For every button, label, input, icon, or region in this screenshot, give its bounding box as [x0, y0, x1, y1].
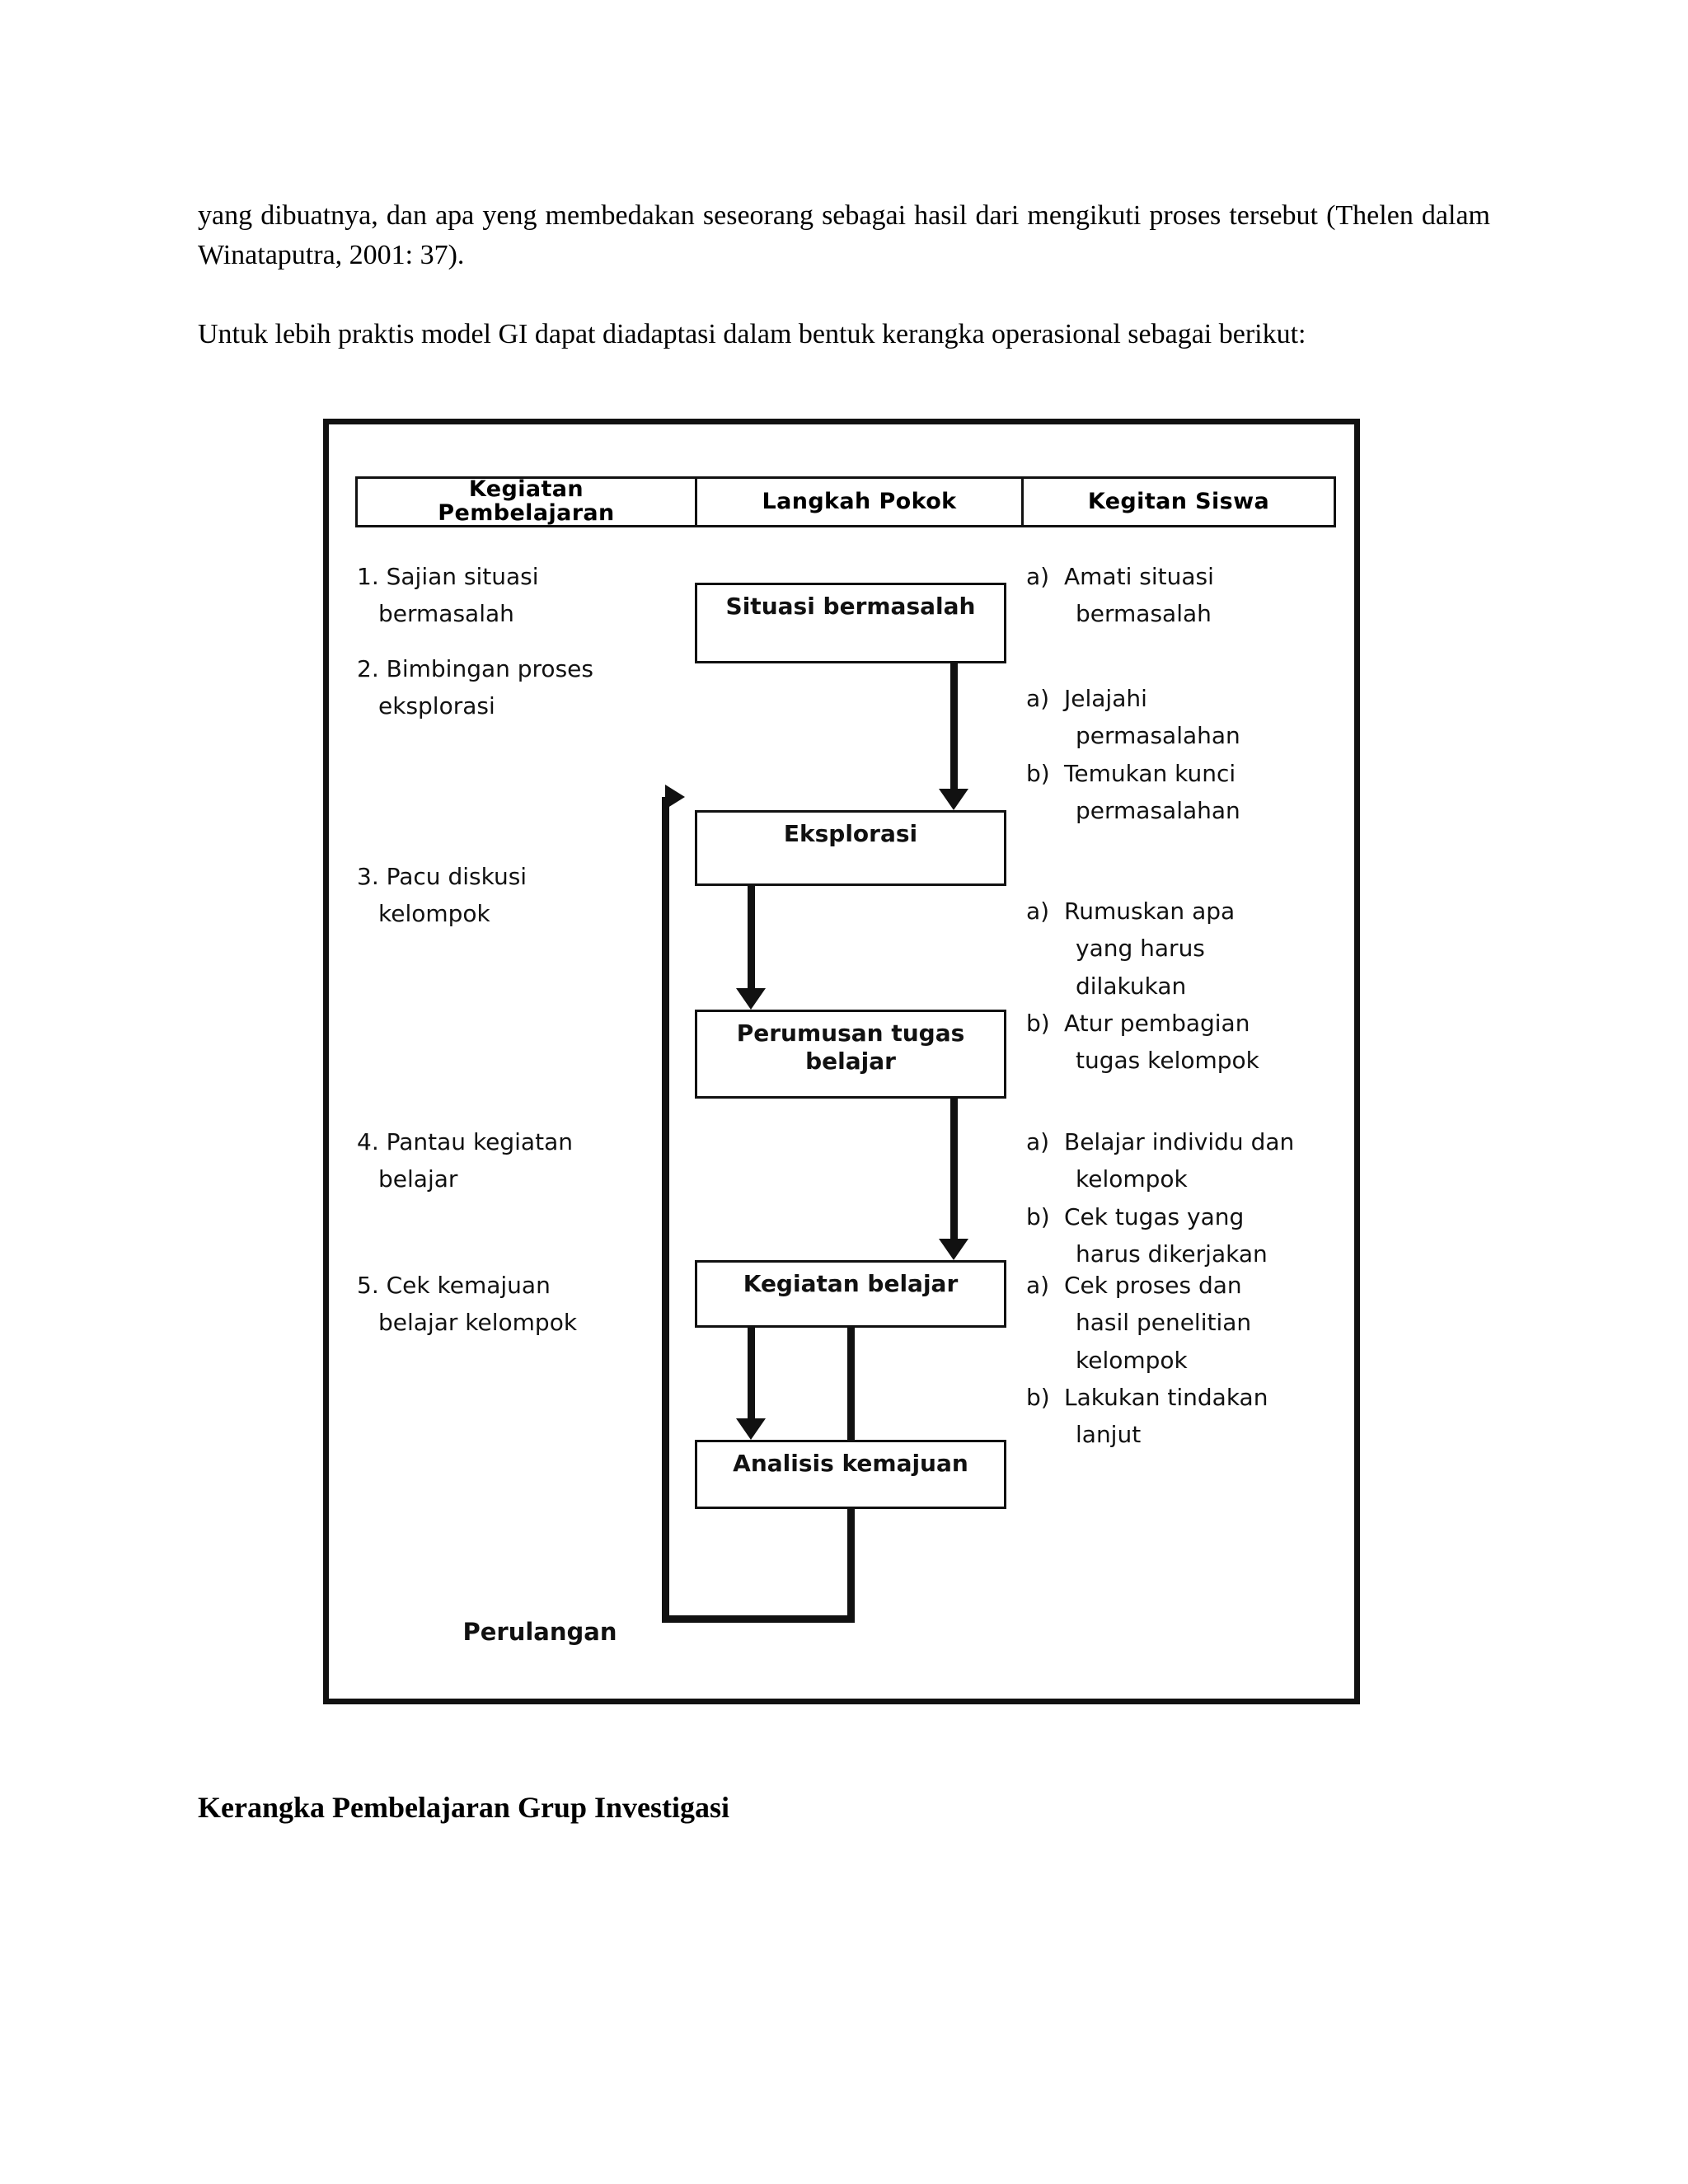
connector-2-to-3-arrow-icon	[736, 988, 766, 1010]
student-step-group-1: a) Amati situasi bermasalah	[1026, 558, 1306, 633]
teacher-step-1-line1: Sajian situasi	[386, 563, 539, 590]
paragraph-2: Untuk lebih praktis model GI dapat diada…	[198, 319, 1306, 349]
student-step-5a-line2: hasil penelitian	[1076, 1309, 1252, 1337]
student-step-3b: b) Atur pembagian tugas kelompok	[1026, 1005, 1306, 1080]
student-step-group-2: a) Jelajahi permasalahan b) Temukan kunc…	[1026, 680, 1306, 829]
teacher-step-5-line2: belajar kelompok	[378, 1309, 578, 1337]
column-header-langkah-pokok: Langkah Pokok	[697, 479, 1024, 525]
student-step-2a-text: Jelajahi permasalahan	[1064, 680, 1306, 755]
connector-3-to-4-arrow-icon	[939, 1239, 968, 1260]
student-step-4a-text: Belajar individu dan kelompok	[1064, 1123, 1306, 1198]
teacher-step-2-number: 2.	[357, 655, 379, 682]
student-step-1a-marker: a)	[1026, 563, 1050, 590]
connector-1-to-2-line	[950, 663, 958, 795]
student-step-4b-marker: b)	[1026, 1202, 1050, 1230]
student-step-1a-line1: Amati situasi	[1064, 563, 1214, 590]
loop-label: Perulangan	[462, 1618, 617, 1646]
student-step-3a: a) Rumuskan apa yang harus dilakukan	[1026, 893, 1306, 1005]
student-step-group-3: a) Rumuskan apa yang harus dilakukan b) …	[1026, 893, 1306, 1080]
student-step-5b-line2: lanjut	[1076, 1421, 1142, 1449]
student-step-2a-line1: Jelajahi	[1064, 685, 1147, 712]
student-step-2b: b) Temukan kunci permasalahan	[1026, 755, 1306, 830]
loop-bottom-horizontal-line	[662, 1615, 855, 1623]
student-step-1a: a) Amati situasi bermasalah	[1026, 558, 1306, 633]
student-step-4a-marker: a)	[1026, 1128, 1050, 1155]
student-step-4b-line1: Cek tugas yang	[1064, 1202, 1245, 1230]
connector-3-to-4-line	[950, 1099, 958, 1245]
student-step-4a-line2: kelompok	[1076, 1165, 1188, 1193]
teacher-step-5-line1: Cek kemajuan	[386, 1272, 551, 1299]
loop-arrowhead-icon	[665, 785, 685, 809]
student-step-4a: a) Belajar individu dan kelompok	[1026, 1123, 1306, 1198]
teacher-step-4-number: 4.	[357, 1128, 379, 1155]
column-header-kegiatan-pembelajaran: Kegiatan Pembelajaran	[358, 478, 697, 525]
student-step-5a-marker: a)	[1026, 1272, 1050, 1299]
student-step-group-5: a) Cek proses dan hasil penelitian kelom…	[1026, 1267, 1306, 1454]
student-step-5b-marker: b)	[1026, 1384, 1050, 1412]
student-step-2a-line2: permasalahan	[1076, 722, 1240, 750]
teacher-step-1-number: 1.	[357, 563, 379, 590]
student-step-5a: a) Cek proses dan hasil penelitian kelom…	[1026, 1267, 1306, 1379]
student-step-2a-marker: a)	[1026, 685, 1050, 712]
column-header-kegitan-siswa: Kegitan Siswa	[1087, 488, 1270, 514]
flow-box-perumusan-tugas-belajar: Perumusan tugas belajar	[695, 1010, 1006, 1099]
teacher-step-5: 5. Cek kemajuan belajar kelompok	[357, 1267, 670, 1342]
student-step-4b-line2: harus dikerjakan	[1076, 1240, 1268, 1268]
teacher-step-4-line1: Pantau kegiatan	[386, 1128, 573, 1155]
student-step-5b: b) Lakukan tindakan lanjut	[1026, 1379, 1306, 1454]
teacher-step-3-line2: kelompok	[378, 900, 490, 928]
student-step-2b-marker: b)	[1026, 759, 1050, 787]
flow-box-eksplorasi: Eksplorasi	[695, 810, 1006, 886]
flow-box-kegiatan-belajar: Kegiatan belajar	[695, 1260, 1006, 1328]
student-step-3a-marker: a)	[1026, 898, 1050, 925]
student-step-3a-line1: Rumuskan apa	[1064, 898, 1236, 925]
flow-box-analisis-kemajuan: Analisis kemajuan	[695, 1440, 1006, 1509]
student-step-3a-text: Rumuskan apa yang harus dilakukan	[1064, 893, 1306, 1005]
teacher-step-3-line1: Pacu diskusi	[386, 863, 528, 890]
teacher-step-4-line2: belajar	[378, 1165, 458, 1193]
student-step-2b-text: Temukan kunci permasalahan	[1064, 755, 1306, 830]
student-step-3a-line3: dilakukan	[1076, 972, 1187, 1000]
teacher-step-1-line2: bermasalah	[378, 600, 514, 628]
teacher-step-5-number: 5.	[357, 1272, 379, 1299]
teacher-step-3-number: 3.	[357, 863, 379, 890]
student-step-5b-text: Lakukan tindakan lanjut	[1064, 1379, 1306, 1454]
paragraph-1: yang dibuatnya, dan apa yeng membedakan …	[198, 200, 1490, 271]
flow-box-situasi-bermasalah: Situasi bermasalah	[695, 583, 1006, 663]
student-step-5a-line3: kelompok	[1076, 1346, 1188, 1374]
diagram-header-table: Kegiatan Pembelajaran Langkah Pokok Kegi…	[355, 476, 1336, 527]
connector-1-to-2-arrow-icon	[939, 789, 968, 810]
student-step-3b-marker: b)	[1026, 1010, 1050, 1038]
student-step-1a-text: Amati situasi bermasalah	[1064, 558, 1306, 633]
diagram-canvas: Kegiatan Pembelajaran Langkah Pokok Kegi…	[329, 424, 1354, 1699]
connector-4-to-5-arrow-icon	[736, 1418, 766, 1440]
figure-caption: Kerangka Pembelajaran Grup Investigasi	[198, 1791, 729, 1824]
student-step-5a-line1: Cek proses dan	[1064, 1272, 1242, 1299]
student-step-group-4: a) Belajar individu dan kelompok b) Cek …	[1026, 1123, 1306, 1272]
connector-2-to-3-line	[748, 886, 755, 995]
teacher-step-2-line2: eksplorasi	[378, 692, 495, 720]
student-step-2b-line2: permasalahan	[1076, 797, 1240, 825]
connector-4-to-5-line	[748, 1328, 755, 1425]
student-step-5a-text: Cek proses dan hasil penelitian kelompok	[1064, 1267, 1306, 1379]
student-step-4a-line1: Belajar individu dan	[1064, 1128, 1295, 1155]
teacher-step-3: 3. Pacu diskusi kelompok	[357, 858, 670, 933]
student-step-2a: a) Jelajahi permasalahan	[1026, 680, 1306, 755]
student-step-3b-text: Atur pembagian tugas kelompok	[1064, 1005, 1306, 1080]
student-step-1a-line2: bermasalah	[1076, 600, 1212, 628]
diagram-frame: Kegiatan Pembelajaran Langkah Pokok Kegi…	[323, 419, 1360, 1704]
student-step-2b-line1: Temukan kunci	[1064, 759, 1236, 787]
student-step-3a-line2: yang harus	[1076, 935, 1205, 963]
teacher-step-2: 2. Bimbingan proses eksplorasi	[357, 650, 670, 725]
teacher-step-4: 4. Pantau kegiatan belajar	[357, 1123, 670, 1198]
student-step-3b-line1: Atur pembagian	[1064, 1010, 1250, 1038]
student-step-5b-line1: Lakukan tindakan	[1064, 1384, 1268, 1412]
teacher-step-2-line1: Bimbingan proses	[386, 655, 593, 682]
student-step-4b-text: Cek tugas yang harus dikerjakan	[1064, 1198, 1306, 1273]
student-step-4b: b) Cek tugas yang harus dikerjakan	[1026, 1198, 1306, 1273]
student-step-3b-line2: tugas kelompok	[1076, 1047, 1259, 1075]
loop-left-vertical-line	[662, 797, 669, 1623]
teacher-step-1: 1. Sajian situasi bermasalah	[357, 558, 670, 633]
